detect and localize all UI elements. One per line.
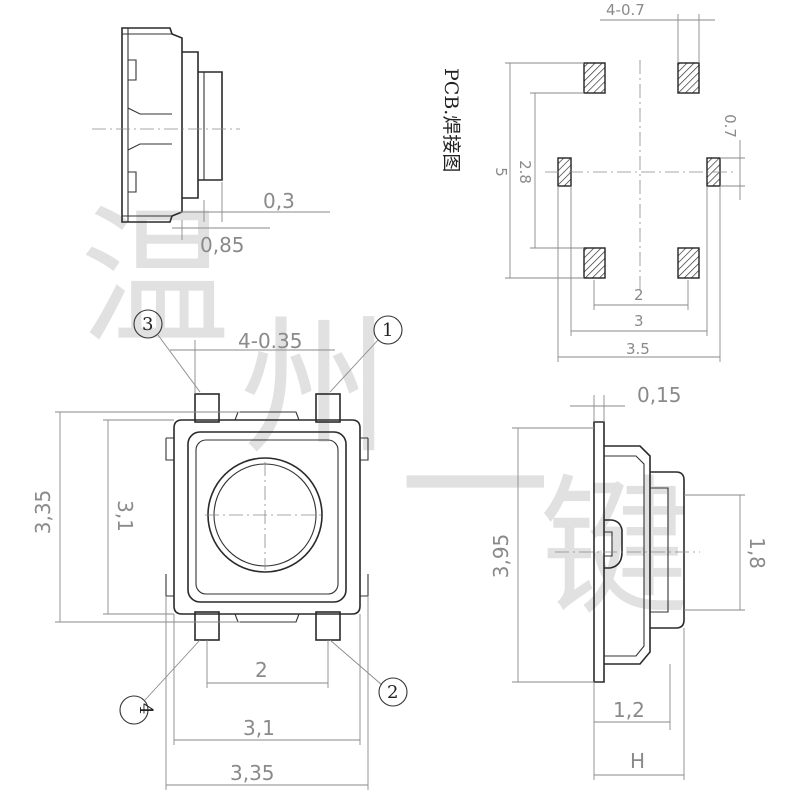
pcb-pad <box>677 62 700 94</box>
pcb-title: PCB.焊接图 <box>440 68 462 172</box>
pcb-pad <box>583 62 606 94</box>
dim-lead-thickness: 0,15 <box>637 383 682 407</box>
side-view-top: 0,3 0,85 <box>92 27 330 257</box>
watermark-char-1: 温 <box>80 192 230 366</box>
dim-pcb-pitch: 2 <box>634 286 644 304</box>
pin-label-3: 3 <box>142 314 153 335</box>
pin-callout-4 <box>119 695 149 725</box>
pcb-layout: PCB.焊接图 5 2.8 0.7 4-0.7 2 3 <box>440 1 745 362</box>
pin-callout-1 <box>373 315 403 345</box>
dim-pcb-pad-side: 0.7 <box>721 114 739 138</box>
dim-side-height: 3,95 <box>489 534 513 579</box>
pin-label-1: 1 <box>382 320 393 341</box>
dim-body-width-outer: 3,35 <box>230 761 275 785</box>
dim-body-height-inner: 3,1 <box>113 500 137 532</box>
pin-callout-3 <box>133 309 163 339</box>
dim-pcb-span-h: 3 <box>634 312 644 330</box>
watermark-char-3: 一 <box>400 402 550 576</box>
dim-total-height: H <box>630 749 645 773</box>
pcb-pad <box>583 247 606 279</box>
watermark-char-2: 州 <box>240 302 390 476</box>
pin-label-2: 2 <box>387 682 398 703</box>
dim-side-top-depth: 0,85 <box>200 233 245 257</box>
dim-body-height-outer: 3,35 <box>31 490 55 535</box>
side-view-right: 0,15 3,95 1,8 1,2 H <box>489 383 769 780</box>
dim-pcb-span-v: 5 <box>492 167 510 177</box>
watermark: 温 州 一 键 <box>80 192 690 636</box>
dim-pin-pitch: 2 <box>255 658 268 682</box>
dim-actuator-height: 1,8 <box>745 537 769 569</box>
pin-label-4: 4 <box>135 703 156 714</box>
dim-pcb-span-v-inner: 2.8 <box>516 160 534 184</box>
front-view: 4-0.35 3,35 3,1 2 3,1 3,35 3 1 4 2 <box>31 309 408 790</box>
dim-actuator-depth: 1,2 <box>613 698 645 722</box>
dim-pcb-pad: 4-0.7 <box>606 1 645 19</box>
watermark-char-4: 键 <box>540 462 690 636</box>
dim-lead-width: 4-0.35 <box>238 329 302 353</box>
dim-side-top-gap: 0,3 <box>263 189 295 213</box>
dim-body-width-inner: 3,1 <box>243 716 275 740</box>
pin-callout-2 <box>378 677 408 707</box>
pcb-pad <box>677 247 700 279</box>
dim-pcb-span-h-outer: 3.5 <box>626 340 650 358</box>
